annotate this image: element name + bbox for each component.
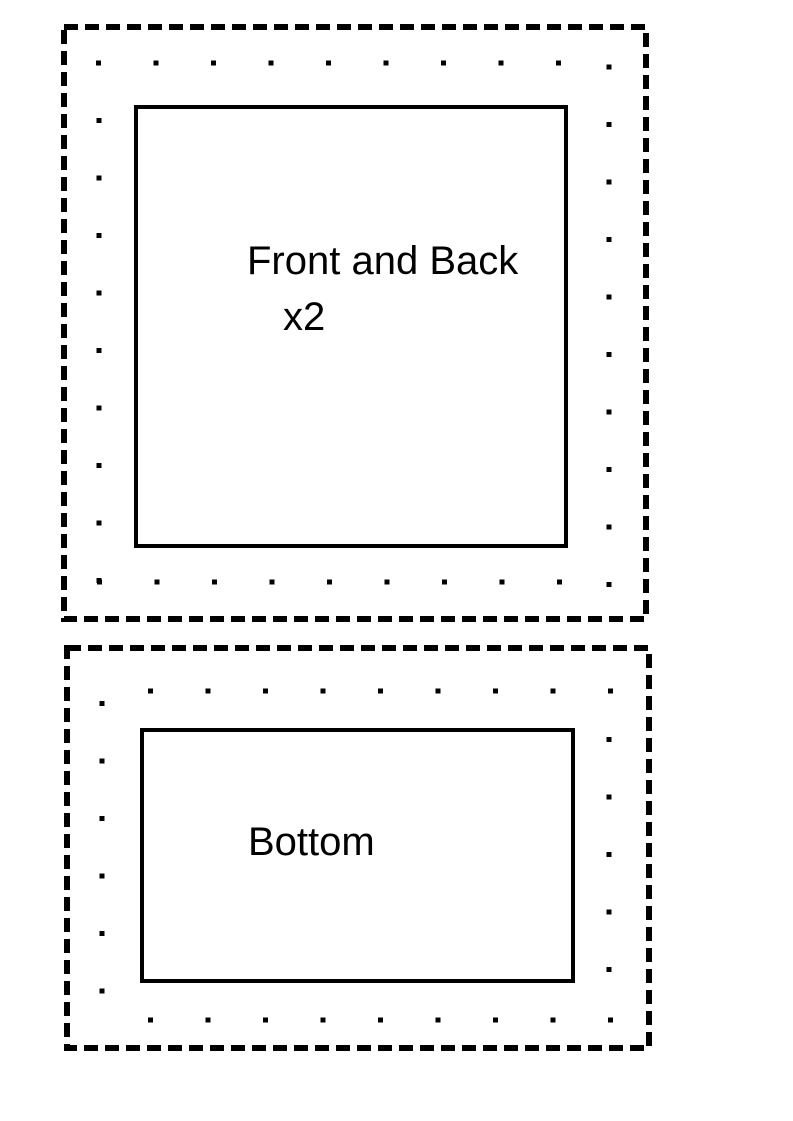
- bottom-label: Bottom: [248, 820, 375, 864]
- front-back-label: Front and Back: [247, 239, 519, 283]
- front-back-piece: Front and Back x2: [61, 24, 649, 622]
- front-back-seam-line: [134, 105, 568, 548]
- front-back-cut-line: [61, 24, 649, 622]
- front-back-quantity: x2: [283, 295, 325, 339]
- bottom-seam-line: [140, 728, 575, 983]
- bottom-cut-line: [64, 645, 652, 1051]
- front-back-stitch-dots: [96, 60, 612, 587]
- bottom-stitch-dots: [99, 688, 613, 1024]
- bottom-piece: Bottom: [64, 645, 652, 1051]
